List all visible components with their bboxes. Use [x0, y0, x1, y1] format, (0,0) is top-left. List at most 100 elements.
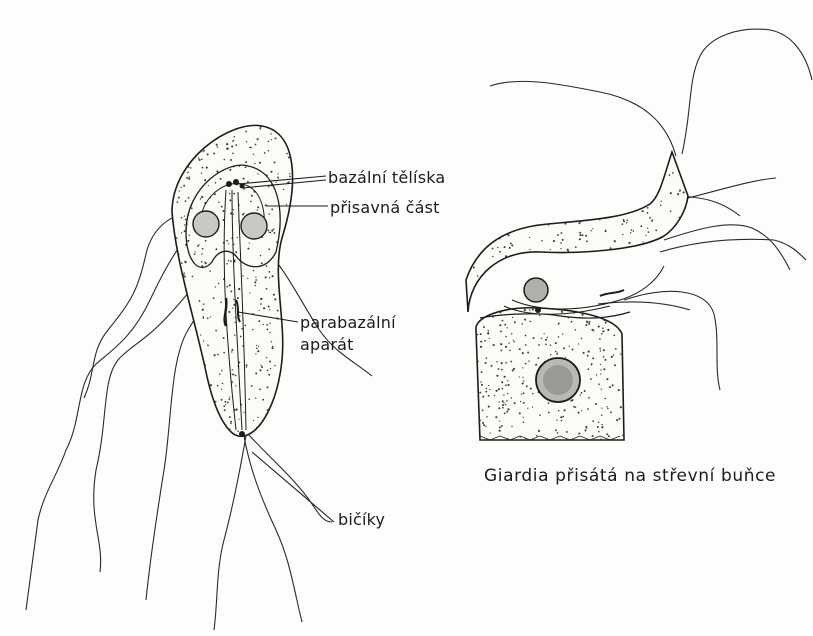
stipple-dot: [512, 209, 514, 211]
stipple-dot: [504, 413, 506, 415]
stipple-dot: [501, 369, 503, 371]
stipple-dot: [651, 158, 653, 160]
stipple-dot: [223, 352, 225, 354]
stipple-dot: [527, 352, 529, 354]
stipple-dot: [619, 307, 621, 309]
stipple-dot: [179, 400, 181, 402]
stipple-dot: [587, 322, 588, 323]
stipple-dot: [298, 419, 300, 421]
stipple-dot: [236, 123, 238, 125]
stipple-dot: [245, 167, 247, 169]
stipple-dot: [643, 256, 645, 258]
stipple-dot: [525, 335, 527, 337]
stipple-dot: [243, 213, 244, 214]
stipple-dot: [645, 168, 647, 170]
stipple-dot: [489, 151, 491, 153]
stipple-dot: [205, 240, 207, 242]
stipple-dot: [523, 402, 525, 404]
stipple-dot: [183, 185, 185, 187]
stipple-dot: [592, 189, 594, 191]
stipple-dot: [265, 276, 267, 278]
stipple-dot: [622, 234, 623, 235]
stipple-dot: [191, 120, 193, 122]
stipple-dot: [494, 158, 495, 159]
stipple-dot: [179, 190, 180, 191]
stipple-dot: [209, 140, 210, 141]
stipple-dot: [170, 318, 171, 319]
stipple-dot: [259, 388, 261, 390]
stipple-dot: [527, 408, 528, 409]
stipple-dot: [523, 392, 525, 394]
stipple-dot: [503, 301, 504, 302]
stipple-dot: [577, 260, 579, 262]
stipple-dot: [598, 421, 600, 423]
stipple-dot: [592, 294, 594, 296]
stipple-dot: [654, 192, 655, 193]
stipple-dot: [640, 225, 642, 227]
stipple-dot: [599, 348, 601, 350]
stipple-dot: [255, 285, 256, 286]
stipple-dot: [605, 281, 607, 283]
stipple-dot: [591, 364, 592, 365]
stipple-dot: [512, 317, 513, 318]
stipple-dot: [254, 281, 256, 283]
stipple-dot: [495, 183, 496, 184]
stipple-dot: [192, 142, 193, 143]
stipple-dot: [176, 237, 178, 239]
stipple-dot: [522, 352, 524, 354]
stipple-dot: [648, 255, 650, 257]
stipple-dot: [247, 248, 249, 250]
stipple-dot: [523, 421, 525, 423]
stipple-dot: [234, 334, 235, 335]
stipple-dot: [488, 279, 489, 280]
stipple-dot: [186, 177, 188, 179]
stipple-dot: [548, 402, 550, 404]
stipple-dot: [297, 282, 299, 284]
stipple-dot: [653, 157, 655, 159]
stipple-dot: [229, 396, 230, 397]
stipple-dot: [224, 159, 225, 160]
stipple-dot: [202, 167, 204, 169]
stipple-dot: [520, 254, 522, 256]
stipple-dot: [475, 393, 477, 395]
stipple-dot: [485, 426, 486, 427]
stipple-dot: [611, 191, 613, 193]
stipple-dot: [574, 304, 576, 306]
stipple-dot: [472, 233, 474, 235]
stipple-dot: [271, 139, 272, 140]
stipple-dot: [203, 401, 205, 403]
stipple-dot: [231, 145, 233, 147]
stipple-dot: [473, 313, 474, 314]
stipple-dot: [267, 415, 269, 417]
stipple-dot: [617, 202, 618, 203]
stipple-dot: [624, 160, 625, 161]
stipple-dot: [667, 254, 668, 255]
stipple-dot: [495, 174, 497, 176]
stipple-dot: [501, 163, 503, 165]
stipple-dot: [551, 168, 552, 169]
stipple-dot: [181, 232, 182, 233]
stipple-dot: [637, 286, 639, 288]
stipple-dot: [603, 157, 604, 158]
stipple-dot: [513, 340, 514, 341]
stipple-dot: [496, 223, 497, 224]
stipple-dot: [479, 280, 481, 282]
stipple-dot: [600, 373, 601, 374]
stipple-dot: [479, 392, 481, 394]
stipple-dot: [477, 275, 479, 277]
stipple-dot: [180, 141, 181, 142]
stipple-dot: [482, 396, 484, 398]
stipple-dot: [601, 414, 602, 415]
stipple-dot: [640, 189, 642, 191]
stipple-dot: [632, 266, 634, 268]
label-parabasal-apparatus: parabazální aparát: [300, 312, 396, 356]
stipple-dot: [610, 411, 612, 413]
stipple-dot: [480, 341, 482, 343]
stipple-dot: [532, 159, 534, 161]
stipple-dot: [684, 212, 686, 214]
stipple-dot: [194, 253, 196, 255]
stipple-dot: [190, 167, 192, 169]
stipple-dot: [528, 360, 529, 361]
stipple-dot: [287, 340, 289, 342]
stipple-dot: [624, 373, 626, 375]
